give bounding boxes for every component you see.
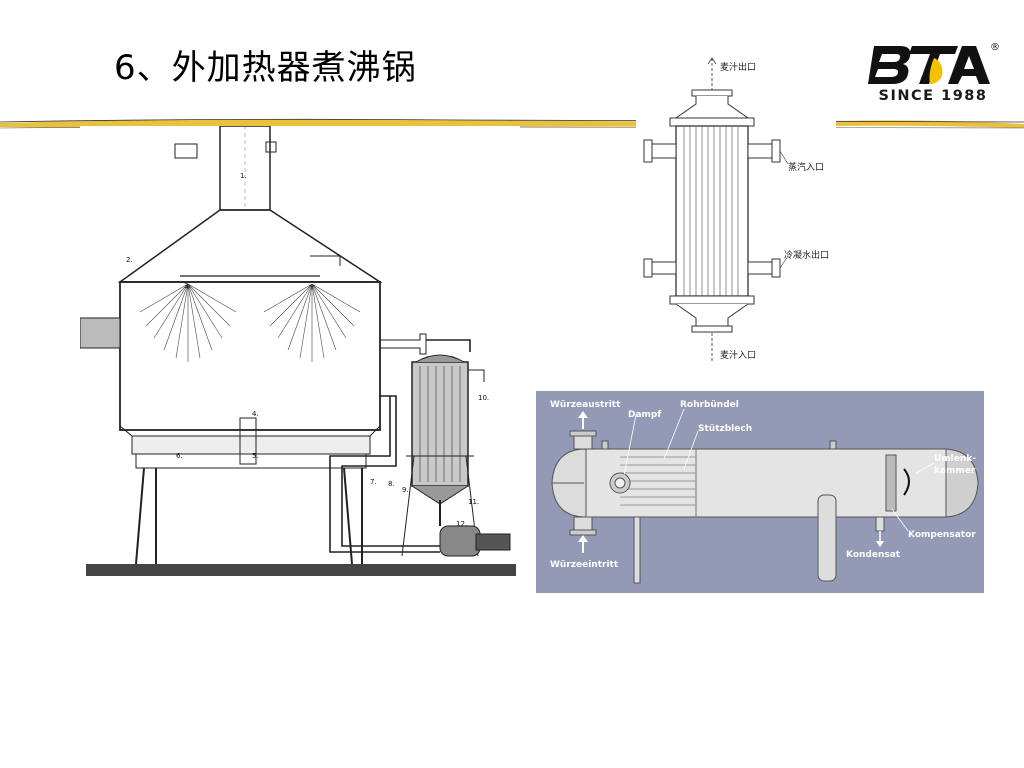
- callout-10: 10.: [478, 394, 489, 402]
- horizontal-heater-illustration: Würzeaustritt Dampf Rohrbündel Stützblec…: [536, 391, 984, 593]
- callout-7: 7.: [370, 478, 377, 486]
- label-stuetzblech: Stützblech: [698, 424, 752, 434]
- label-condensate-outlet: 冷凝水出口: [784, 249, 829, 261]
- callout-6: 6.: [176, 452, 183, 460]
- label-kompensator: Kompensator: [908, 530, 976, 540]
- callout-1: 1.: [240, 172, 247, 180]
- registered-mark: ®: [990, 42, 1000, 53]
- callout-12: 12.: [456, 520, 467, 528]
- logo-since-text: SINCE 1988: [878, 88, 988, 104]
- vertical-heater-section-drawing: 麦汁出口 蒸汽入口 冷凝水出口 麦汁入口: [636, 56, 836, 366]
- label-wort-inlet: 麦汁入口: [720, 349, 756, 361]
- callout-4: 4.: [252, 410, 259, 418]
- label-dampf: Dampf: [628, 410, 661, 420]
- label-wuerzeaustritt: Würzeaustritt: [550, 400, 621, 410]
- label-kondensat: Kondensat: [846, 550, 901, 560]
- label-umlenkkammer-line2: kammer: [934, 466, 976, 476]
- callout-3: 3.: [184, 282, 191, 290]
- kettle-external-heater-drawing: 1. 2. 3. 4. 5. 6. 7. 8. 9. 10. 11. 12.: [80, 126, 520, 582]
- bta-logo: ®: [868, 42, 1000, 84]
- callout-11: 11.: [468, 498, 479, 506]
- callout-2: 2.: [126, 256, 133, 264]
- label-wort-outlet: 麦汁出口: [720, 61, 756, 73]
- slide-title: 6、外加热器煮沸锅: [114, 48, 417, 88]
- callout-8: 8.: [388, 480, 395, 488]
- label-umlenkkammer-line1: Umlenk-: [934, 454, 976, 464]
- callout-9: 9.: [402, 486, 409, 494]
- label-wuerzeeintritt: Würzeeintritt: [550, 560, 619, 570]
- label-rohrbuendel: Rohrbündel: [680, 400, 739, 410]
- label-steam-inlet: 蒸汽入口: [788, 161, 824, 173]
- callout-5: 5.: [252, 452, 259, 460]
